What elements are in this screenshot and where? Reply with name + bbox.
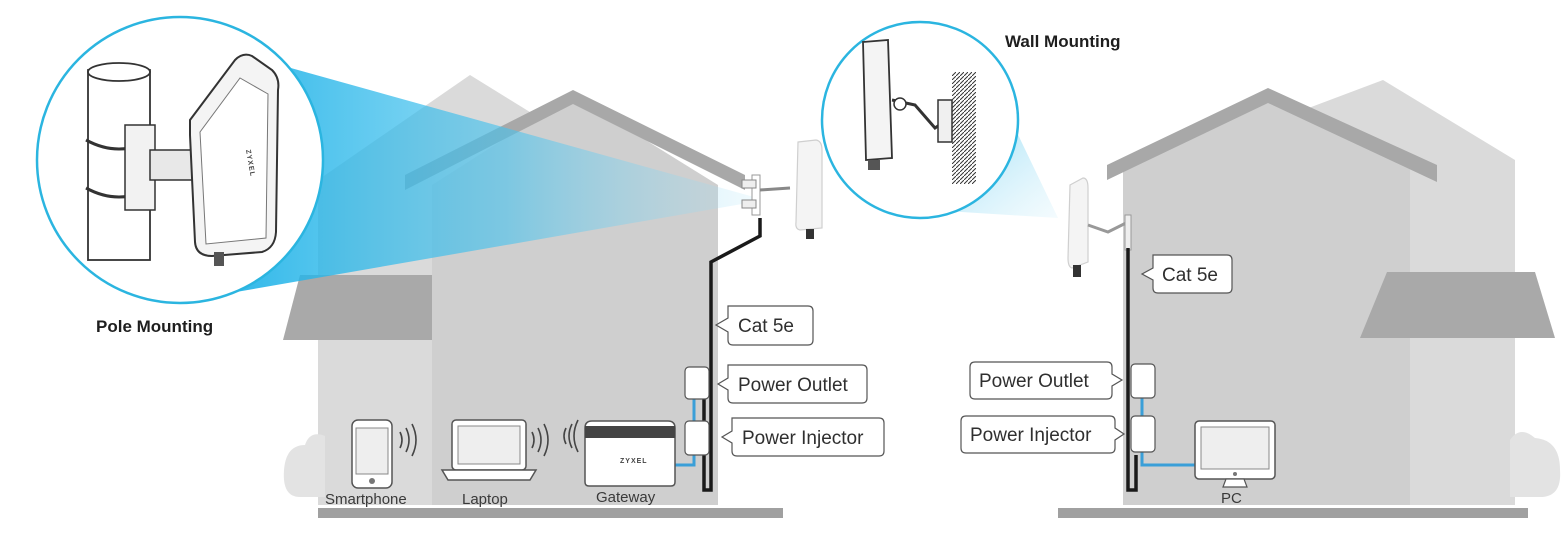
smartphone-wifi-icon [399, 423, 417, 457]
right-power-outlet-box [1130, 363, 1156, 399]
left-power-injector-box [684, 420, 710, 456]
pole-antenna-logo: ZYXEL [244, 149, 256, 177]
left-power-outlet-label: Power Outlet [738, 375, 849, 396]
right-awning [1360, 272, 1555, 338]
pc-label: PC [1221, 490, 1242, 507]
smartphone-label: Smartphone [325, 491, 407, 508]
wall-mounting-title: Wall Mounting [1005, 32, 1121, 51]
right-pc-cable [1140, 452, 1210, 467]
left-power-injector-label: Power Injector [742, 428, 864, 449]
right-callout-cat5e: Cat 5e [1140, 254, 1233, 294]
right-cables [1126, 248, 1210, 492]
right-power-outlet-label: Power Outlet [979, 371, 1090, 392]
gateway-label: Gateway [596, 489, 656, 506]
laptop-device [440, 419, 549, 481]
left-callout-power-outlet: Power Outlet [716, 364, 868, 404]
right-power-injector-box [1130, 415, 1156, 453]
right-antenna-unit [1067, 177, 1089, 269]
wall-illustration [952, 72, 976, 184]
right-main-house [1123, 100, 1410, 505]
gateway-logo: ZYXEL [620, 458, 648, 465]
right-ground [1058, 508, 1528, 518]
right-callout-power-injector: Power Injector [960, 415, 1126, 454]
gateway-wifi-icon [563, 419, 579, 453]
wall-mounting-zoom [820, 20, 1020, 220]
right-bush [1510, 431, 1561, 497]
right-house [1058, 80, 1561, 518]
left-awning [283, 275, 455, 340]
gateway-device: ZYXEL [563, 419, 676, 487]
pc-device [1194, 420, 1276, 488]
right-roof-antenna [1067, 177, 1132, 277]
left-ground [318, 508, 783, 518]
right-cat5e-label: Cat 5e [1162, 265, 1218, 286]
pole-zoom-beam [190, 40, 765, 300]
left-bush [283, 434, 325, 497]
right-callout-power-outlet: Power Outlet [969, 361, 1124, 400]
right-roof [1107, 88, 1437, 182]
left-cat5e-label: Cat 5e [738, 316, 794, 337]
left-gateway-cable [668, 455, 696, 467]
left-cat5e-cable [702, 218, 762, 492]
wall-antenna-panel [862, 39, 893, 161]
left-power-outlet-box [684, 366, 710, 400]
pole-mounting-title: Pole Mounting [96, 317, 213, 336]
left-cables [668, 218, 762, 492]
left-antenna-unit [795, 139, 823, 231]
left-callout-power-injector: Power Injector [720, 417, 885, 457]
right-cat5e-cable [1126, 248, 1138, 492]
laptop-wifi-icon [531, 423, 549, 457]
right-power-injector-label: Power Injector [970, 425, 1092, 446]
left-callout-cat5e: Cat 5e [714, 305, 814, 346]
wall-mounting-circle [820, 20, 1020, 220]
pole-mounting-zoom: ZYXEL [35, 15, 325, 305]
laptop-label: Laptop [462, 491, 508, 508]
smartphone-device [351, 419, 417, 489]
